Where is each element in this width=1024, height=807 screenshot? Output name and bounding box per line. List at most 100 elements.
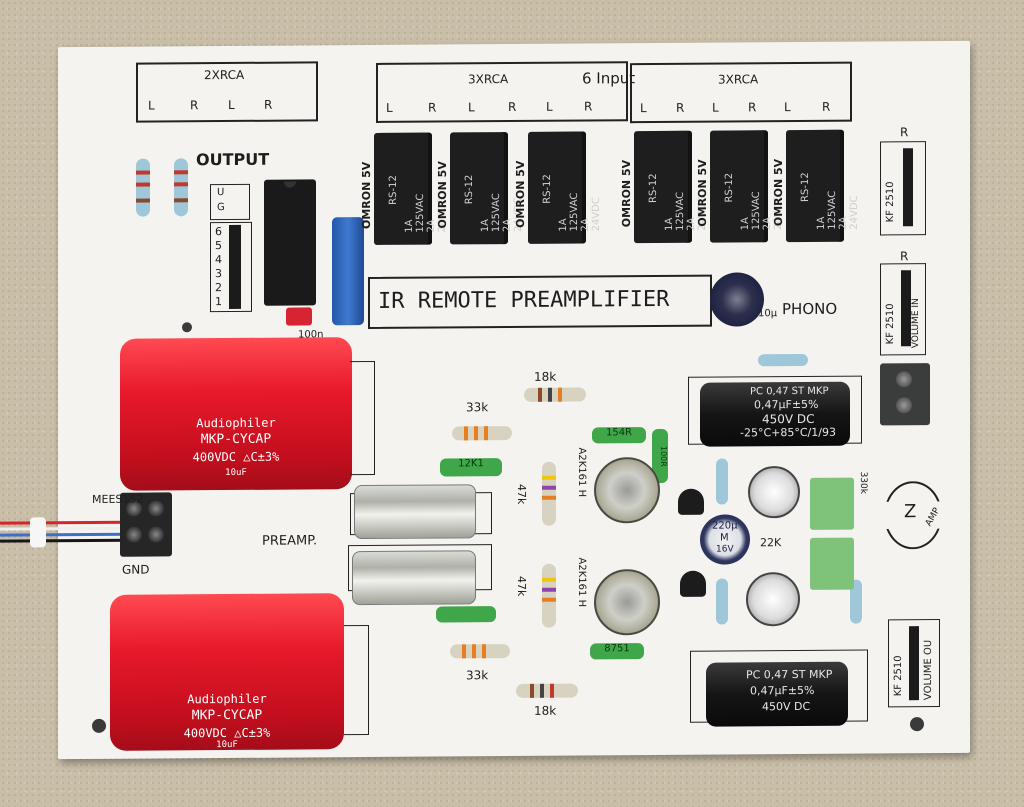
header-number: 2 [215,281,222,295]
right-terminal-block [880,363,930,426]
resistor-upper-right [758,353,808,367]
resistor-label: 33k [466,400,489,415]
green-capacitor-top [810,477,854,530]
cap-outline-bottom [344,625,369,736]
relay-2: OMRON 5V RS-12 1A 125VAC 2A 24VDC [436,132,524,245]
header-number: 4 [215,253,222,267]
small-header-label: G [217,202,225,214]
mounting-hole [182,322,192,333]
input-pin-label: L [386,100,393,115]
pcb-board: 2XRCA L R L R 3XRCA L R L R L R 6 Input … [0,40,970,760]
relay-5: OMRON 5V RS-12 1A 125VAC 2A 24VDC [696,130,784,243]
relay-1: OMRON 5V RS-12 1A 125VAC 2A 24VDC [360,132,448,245]
resistor-47k-top [542,461,556,526]
resistor-trim-1 [716,458,728,505]
resistor-trim-2 [716,578,728,625]
output-connector-title: 2XRCA [204,67,245,83]
output-resistor-right [174,158,188,217]
wire-red [0,520,126,525]
label-r: R [900,249,909,264]
output-pin-label: R [264,97,273,112]
wire-white [0,526,126,531]
amp-logo: Z AMP [884,481,942,547]
input-pin-label: L [546,99,553,114]
phono-capacitor [710,272,764,327]
resistor-label: 47k [515,575,528,597]
kf-pin-header [901,270,911,347]
input-pin-label: R [748,100,757,115]
header-number: 5 [215,239,222,253]
wire-black [0,538,126,543]
resistor-33k-bottom [450,644,510,659]
label-330k: 330k [858,471,868,494]
resistor-12k1: 12K1 [440,458,502,477]
resistor-lower-green [436,606,496,623]
header-number: 3 [215,267,222,281]
small-header-label: U [217,187,225,199]
electrolytic-m: M [720,532,729,544]
input-pin-label: R [584,99,593,114]
kf-header-box-2: KF 2510 VOLUME IN [880,263,926,356]
tube-socket-bottom [594,568,660,636]
kf-pin-header [909,626,919,701]
transistor-top [678,488,704,515]
tube-socket-top [594,456,660,524]
board-title: IR REMOTE PREAMPLIFIER [378,286,670,314]
input-pin-label: R [676,100,685,115]
trimmer-bottom[interactable] [746,572,800,627]
resistor-18k-bottom [516,683,578,698]
volume-in-label: VOLUME IN [911,298,921,349]
tube-label: A2K161 H [576,557,587,608]
red-capacitor-bottom: Audiophiler MKP-CYCAP 400VDC △C±3% 10uF [110,593,344,751]
small-red-capacitor [286,307,312,326]
mounting-hole [910,717,924,732]
resistor-label: 18k [534,369,557,384]
input-pin-label: R [822,99,831,114]
label-r: R [900,125,909,140]
kf-label: KF 2510 [885,303,896,345]
resistor-label: 47k [515,483,528,505]
gnd-label: GND [122,562,150,577]
tube-bottom [352,550,476,606]
input-connector-title: 3XRCA [468,72,509,87]
output-pin-label: L [228,97,235,112]
relay-3: OMRON 5V RS-12 1A 125VAC 2A 24VDC [514,131,602,244]
resistor-33k-top [452,426,512,441]
pin-header [229,224,241,309]
input-connector-title: 3XRCA [718,72,759,87]
kf-label: KF 2510 [885,181,896,223]
wire-blue [0,532,126,537]
resistor-label: 18k [534,703,557,718]
input-pin-label: L [784,100,791,115]
red-capacitor-top: Audiophiler MKP-CYCAP 400VDC △C±3% 10uF [120,337,352,491]
input-pin-label: L [640,101,647,116]
output-pin-label: R [190,98,199,113]
label-22k: 22K [760,536,782,550]
volume-out-label: VOLUME OU [923,639,934,701]
input-pin-label: R [508,99,517,115]
resistor-18k-top [524,387,586,402]
output-label: OUTPUT [196,149,270,170]
black-capacitor-bottom: PC 0,47 ST MKP 0,47μF±5% 450V DC [706,661,848,727]
header-number: 6 [215,225,222,239]
resistor-label: 33k [466,668,489,683]
title-box: IR REMOTE PREAMPLIFIER [368,274,712,330]
mees-label: MEES152 [92,492,144,506]
inputs-label: 6 Input [582,69,636,88]
ic-chip [264,179,316,306]
resistor-154r: 154R [592,427,646,444]
phono-label: PHONO [782,299,838,319]
kf-pin-header [903,148,913,227]
black-capacitor-top: PC 0,47 ST MKP 0,47μF±5% 450V DC -25°C+8… [700,381,850,447]
resistor-47k-bottom [542,563,556,628]
phono-cap-value: 10μ [758,308,778,320]
resistor-875r: 8751 [590,643,644,660]
kf-label: KF 2510 [893,655,904,697]
trimmer-top[interactable] [748,466,800,519]
input-pin-label: L [712,100,719,115]
relay-4: OMRON 5V RS-12 1A 125VAC 2A 24VDC [620,130,708,244]
kf-header-box-3: KF 2510 VOLUME OU [888,619,940,708]
kf-header-box-1: KF 2510 [880,141,926,236]
tube-label: A2K161 H [576,447,587,498]
green-capacitor-bottom [810,537,854,590]
